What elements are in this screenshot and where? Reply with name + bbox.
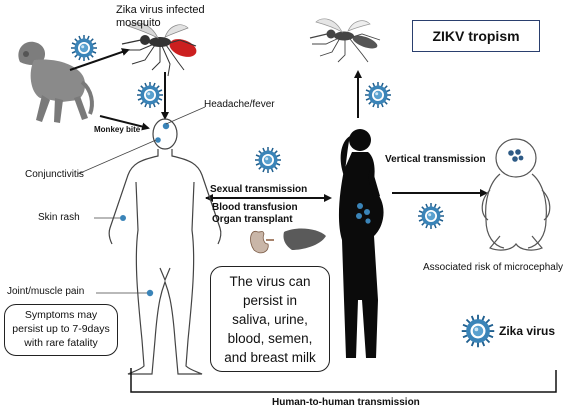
monkey-bite-label: Monkey bite	[94, 125, 141, 134]
conjunctivitis-dot	[155, 137, 161, 143]
monkey-bite-arrow	[99, 115, 150, 131]
human-outline-icon	[108, 118, 222, 375]
virus-icon	[460, 313, 496, 349]
symptoms-box: Symptoms may persist up to 7-9days with …	[4, 304, 118, 356]
blood-transfusion-label: Blood transfusion	[212, 202, 298, 213]
virus-icon	[417, 202, 445, 230]
skin-rash-label: Skin rash	[38, 212, 80, 223]
sexual-transmission-label: Sexual transmission	[210, 184, 308, 195]
microcephaly-label: Associated risk of microcephaly	[423, 262, 564, 273]
persistence-box: The virus can persist in saliva, urine, …	[210, 266, 330, 372]
kidney-icon	[250, 230, 274, 254]
virus-icon	[136, 81, 164, 109]
baby-icon	[481, 138, 551, 251]
human-to-human-label: Human-to-human transmission	[272, 397, 420, 408]
virus-icon	[254, 146, 282, 174]
page-title: ZIKV tropism	[432, 28, 520, 44]
monkey-to-mosquito-arrow	[69, 48, 130, 71]
joint-pain-dot	[146, 289, 154, 297]
joint-pain-label: Joint/muscle pain	[7, 286, 85, 297]
skin-rash-dot	[120, 215, 126, 221]
virus-icon	[70, 34, 98, 62]
human-to-human-bracket	[130, 368, 557, 393]
title-box: ZIKV tropism	[412, 20, 540, 52]
mosquito-label: Zika virus infected mosquito	[116, 4, 205, 29]
headache-label: Headache/fever	[204, 99, 275, 110]
liver-icon	[283, 228, 326, 250]
zika-virus-label: Zika virus	[499, 324, 556, 338]
headache-dot	[162, 122, 170, 130]
mosquito-icon	[309, 18, 381, 63]
mosquito-icon	[121, 22, 197, 77]
vertical-transmission-label: Vertical transmission	[385, 154, 486, 165]
virus-icon	[364, 81, 392, 109]
organ-transplant-label: Organ transplant	[212, 214, 293, 225]
conjunctivitis-label: Conjunctivitis	[25, 169, 84, 180]
pregnant-woman-icon	[338, 129, 384, 358]
